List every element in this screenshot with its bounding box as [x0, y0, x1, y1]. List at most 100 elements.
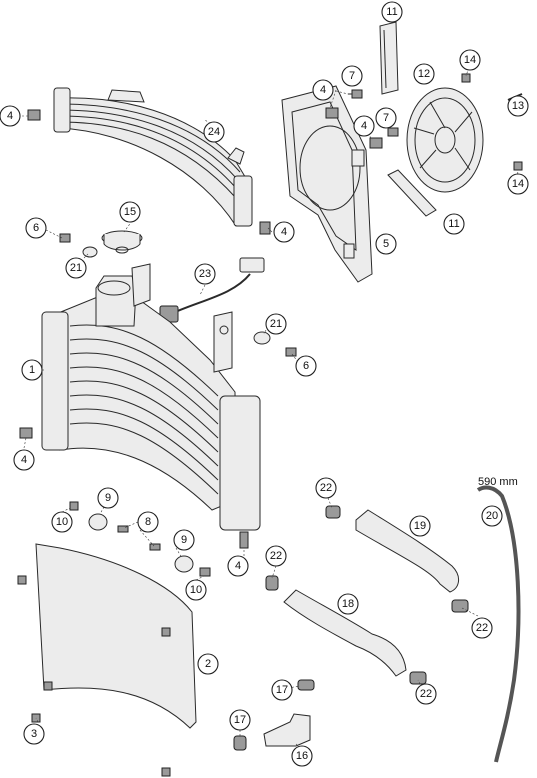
- clip-left-mid: [19, 427, 33, 439]
- bracket-plate-top: [379, 21, 399, 95]
- screw-14a: [461, 73, 471, 83]
- radiator-fan: [406, 87, 484, 193]
- callout-21-a: 21: [65, 257, 87, 279]
- callout-20: 20: [481, 505, 503, 527]
- callout-23-label: 23: [199, 268, 211, 280]
- callout-4-e-label: 4: [21, 454, 27, 466]
- callout-14-a: 14: [459, 49, 481, 71]
- callout-3: 3: [23, 723, 45, 745]
- callout-17-b-label: 17: [234, 714, 246, 726]
- callout-2-label: 2: [205, 658, 211, 670]
- callout-7-a: 7: [341, 65, 363, 87]
- callout-4-d: 4: [273, 221, 295, 243]
- callout-5-label: 5: [383, 238, 389, 250]
- callout-14-b-label: 14: [512, 178, 524, 190]
- spacer-8a: [117, 525, 129, 533]
- spacer-8b: [149, 543, 161, 551]
- radiator: [41, 263, 261, 531]
- callout-22-c: 22: [471, 617, 493, 639]
- callout-21-b-label: 21: [270, 318, 282, 330]
- callout-4-a: 4: [312, 79, 334, 101]
- screw-6-left: [59, 233, 71, 243]
- callout-8: 8: [137, 511, 159, 533]
- callout-6-b-label: 6: [303, 360, 309, 372]
- callout-1-label: 1: [29, 364, 35, 376]
- callout-19: 19: [409, 515, 431, 537]
- bushing-9-left: [88, 513, 108, 531]
- callout-10-a-label: 10: [56, 516, 68, 528]
- callout-7-a-label: 7: [349, 70, 355, 82]
- callout-6-a-label: 6: [33, 222, 39, 234]
- callout-22-a-label: 22: [320, 482, 332, 494]
- coolant-hose-18: [283, 589, 407, 677]
- callout-17-b: 17: [229, 709, 251, 731]
- radiator-cap: [101, 230, 143, 254]
- callout-9-b-label: 9: [181, 534, 187, 546]
- callout-22-d: 22: [415, 683, 437, 705]
- callout-10-a: 10: [51, 511, 73, 533]
- callout-16-label: 16: [296, 750, 308, 762]
- hose-clamp-17-left: [233, 735, 247, 751]
- hose-clamp-17-top: [297, 679, 315, 691]
- callout-4-e: 4: [13, 449, 35, 471]
- callout-6-a: 6: [25, 217, 47, 239]
- callout-4-c: 4: [353, 115, 375, 137]
- hose-length-note: 590 mm: [478, 476, 518, 488]
- callout-4-c-label: 4: [361, 120, 367, 132]
- screw-14b: [513, 161, 523, 171]
- callout-10-b-label: 10: [190, 584, 202, 596]
- radiator-guard: [17, 543, 197, 729]
- callout-22-a: 22: [315, 477, 337, 499]
- callout-11-top: 11: [381, 1, 403, 23]
- fan-shroud: [281, 85, 373, 283]
- callout-21-b: 21: [265, 313, 287, 335]
- callout-16: 16: [291, 745, 313, 767]
- screw-6-right: [285, 347, 297, 357]
- callout-9-a: 9: [97, 487, 119, 509]
- screw-bottom: [161, 767, 171, 777]
- callout-7-b-label: 7: [383, 112, 389, 124]
- hose-clamp-22-mid: [265, 575, 279, 591]
- coolant-hose-19: [355, 509, 459, 593]
- callout-22-d-label: 22: [420, 688, 432, 700]
- screw-10-left: [69, 501, 79, 511]
- callout-11-low: 11: [443, 213, 465, 235]
- callout-24: 24: [203, 121, 225, 143]
- callout-11-top-label: 11: [386, 6, 397, 18]
- clip-cooler: [259, 221, 271, 235]
- hose-clamp-22-right: [451, 599, 469, 613]
- screw-7b: [387, 127, 399, 137]
- grommet-21-left: [82, 246, 98, 258]
- callout-6-b: 6: [295, 355, 317, 377]
- callout-15: 15: [119, 201, 141, 223]
- callout-21-a-label: 21: [70, 262, 82, 274]
- callout-22-b-label: 22: [270, 550, 282, 562]
- callout-14-b: 14: [507, 173, 529, 195]
- callout-17-a: 17: [271, 679, 293, 701]
- callout-4-f: 4: [227, 555, 249, 577]
- callout-10-b: 10: [185, 579, 207, 601]
- callout-22-c-label: 22: [476, 622, 488, 634]
- callout-3-label: 3: [31, 728, 37, 740]
- callout-4-b: 4: [0, 105, 21, 127]
- bracket-plate-lower: [387, 169, 437, 217]
- callout-18: 18: [337, 593, 359, 615]
- callout-4-b-label: 4: [7, 110, 13, 122]
- callout-19-label: 19: [414, 520, 426, 532]
- callout-11-low-label: 11: [448, 218, 459, 230]
- callout-4-f-label: 4: [235, 560, 241, 572]
- callout-5: 5: [375, 233, 397, 255]
- clip-mid-right: [369, 137, 383, 149]
- screw-7a: [348, 89, 363, 99]
- callout-12-label: 12: [418, 68, 430, 80]
- oil-cooler: [53, 87, 253, 227]
- callout-7-b: 7: [375, 107, 397, 129]
- clip-top-left: [27, 109, 41, 121]
- callout-2: 2: [197, 653, 219, 675]
- callout-18-label: 18: [342, 598, 354, 610]
- overflow-hose: [476, 485, 521, 763]
- callout-9-b: 9: [173, 529, 195, 551]
- hose-clamp-22-top: [325, 505, 341, 519]
